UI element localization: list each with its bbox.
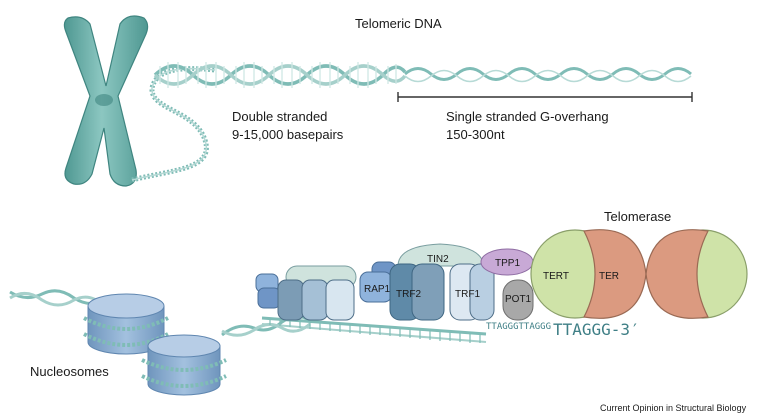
single-strand-length: 150-300nt	[446, 127, 505, 142]
chromosome-icon	[63, 15, 149, 187]
rap1-label: RAP1	[364, 284, 391, 295]
pot1-protein: POT1	[502, 279, 534, 321]
double-strand-label: Double stranded	[232, 109, 327, 124]
single-strand-label: Single stranded G-overhang	[446, 109, 609, 124]
double-strand-length: 9-15,000 basepairs	[232, 127, 344, 142]
telomeric-dna-title: Telomeric DNA	[355, 16, 442, 31]
trf2-protein: TRF2	[389, 263, 445, 321]
single-strand-overhang	[404, 67, 692, 83]
telomerase-title: Telomerase	[604, 209, 671, 224]
sequence-small: TTAGGGTTAGGG	[486, 322, 551, 332]
ter-label: TER	[599, 271, 619, 282]
nucleosome-2	[141, 334, 227, 396]
nucleosomes-label: Nucleosomes	[30, 364, 109, 379]
overhang-scale-bar	[397, 92, 693, 102]
credit-label: Current Opinion in Structural Biology	[600, 403, 747, 413]
tin2-protein: TIN2	[397, 243, 485, 267]
pot1-label: POT1	[505, 294, 532, 305]
nucleosome-1	[83, 293, 169, 355]
telomere-ladder	[261, 316, 487, 343]
sequence-large: TTAGGG-3′	[553, 320, 640, 339]
shelterin-complex	[255, 265, 357, 321]
tin2-label: TIN2	[427, 254, 449, 265]
trf1-label: TRF1	[455, 289, 480, 300]
double-strand-helix	[153, 62, 407, 88]
tert-label: TERT	[543, 271, 569, 282]
tpp1-protein: TPP1	[480, 248, 534, 276]
trf1-protein: TRF1	[449, 263, 495, 321]
tpp1-label: TPP1	[495, 258, 520, 269]
telomerase-complex: TERT TER	[530, 229, 748, 319]
trf2-label: TRF2	[396, 289, 421, 300]
